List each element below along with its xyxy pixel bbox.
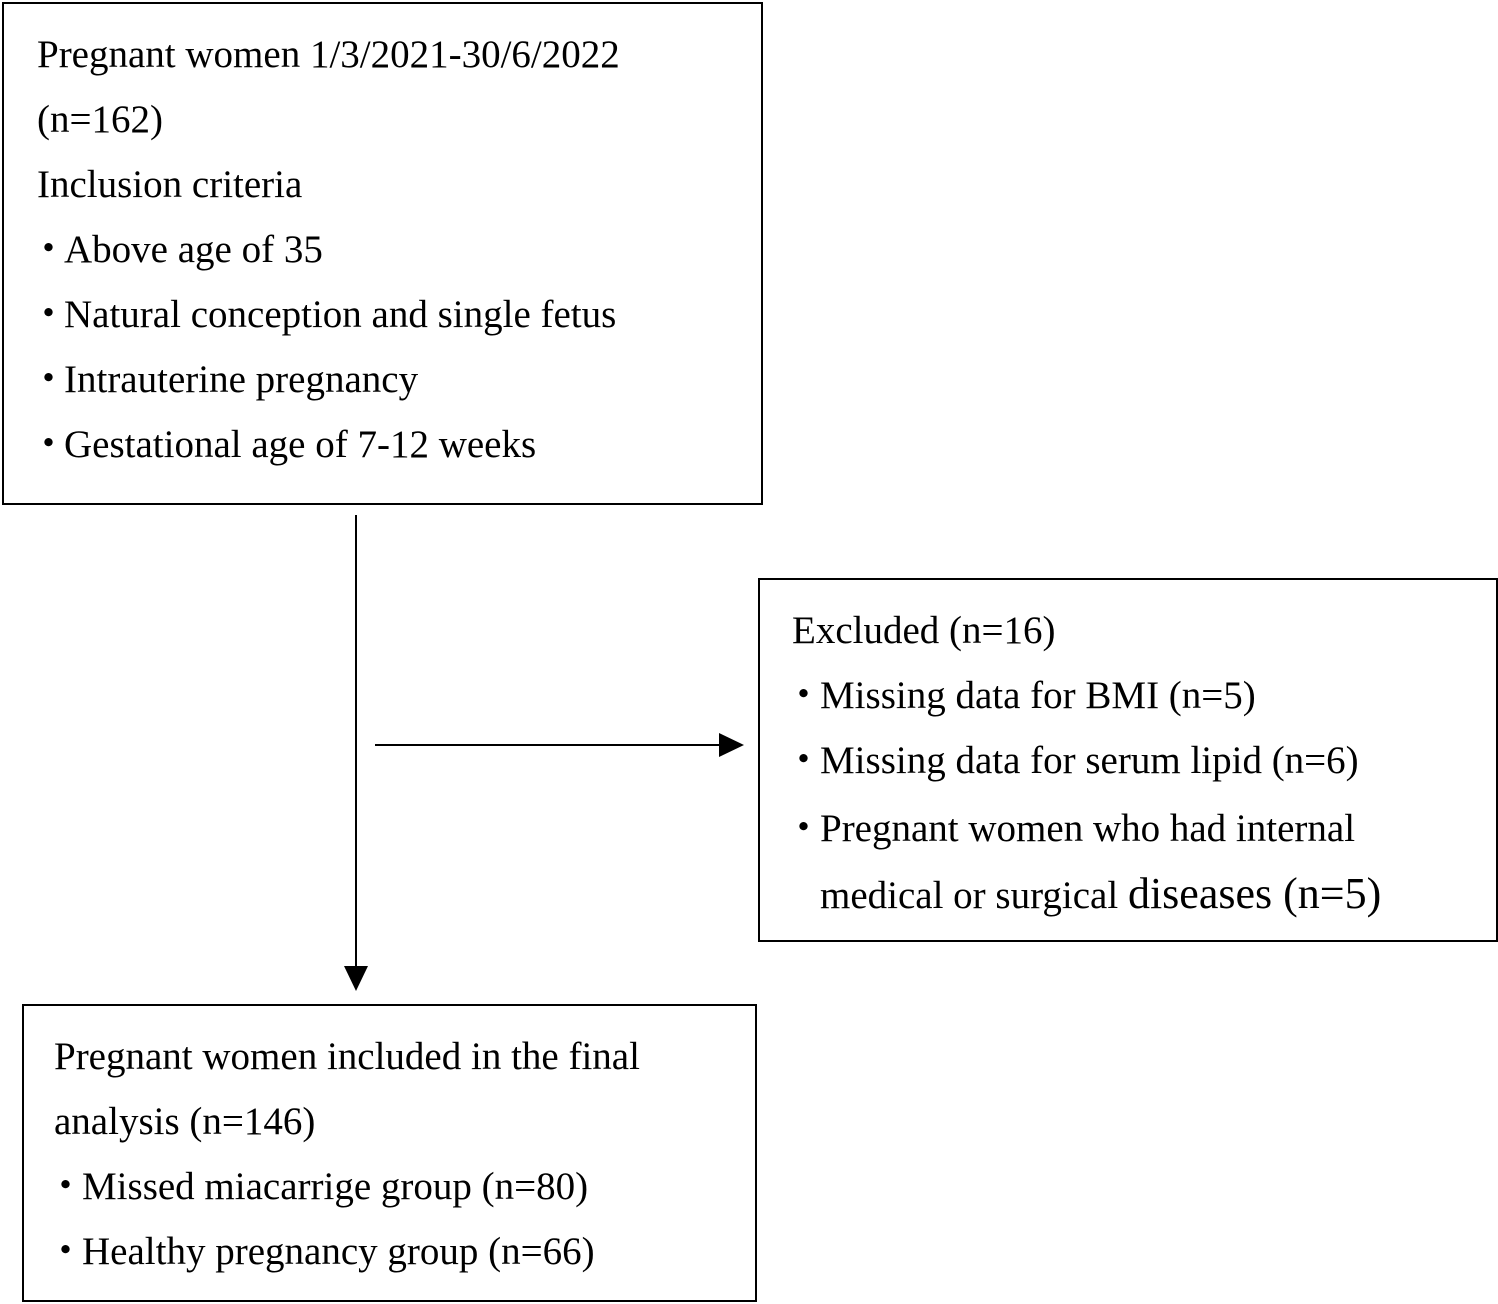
group-item: ・Healthy pregnancy group (n=66) [46, 1219, 755, 1284]
bullet-icon: ・ [29, 228, 69, 271]
criterion-text: Above age of 35 [64, 228, 323, 271]
exclusion-text: medical or surgical [820, 874, 1128, 917]
group-text: Missed miacarrige group (n=80) [82, 1165, 589, 1208]
bullet-icon: ・ [784, 674, 824, 717]
final-analysis-box: Pregnant women included in the final ana… [22, 1004, 757, 1302]
criterion-item: ・Intrauterine pregnancy [29, 347, 761, 412]
bullet-icon: ・ [784, 739, 824, 782]
exclusion-item: ・Missing data for BMI (n=5) [784, 663, 1496, 728]
bullet-icon: ・ [29, 293, 69, 336]
excluded-box: Excluded (n=16) ・Missing data for BMI (n… [758, 578, 1498, 942]
enrollment-count: (n=162) [37, 98, 163, 141]
group-item: ・Missed miacarrige group (n=80) [46, 1154, 755, 1219]
enrollment-box: Pregnant women 1/3/2021-30/6/2022 (n=162… [2, 2, 763, 505]
inclusion-criteria-heading: Inclusion criteria [37, 163, 303, 206]
bullet-icon: ・ [29, 358, 69, 401]
criterion-item: ・Gestational age of 7-12 weeks [29, 412, 761, 477]
criterion-text: Intrauterine pregnancy [64, 358, 419, 401]
exclusion-text-large: diseases (n=5) [1127, 869, 1382, 918]
exclusion-text: Missing data for BMI (n=5) [820, 674, 1256, 717]
bullet-icon: ・ [784, 807, 824, 850]
exclusion-text: Pregnant women who had internal [820, 807, 1356, 850]
bullet-icon: ・ [46, 1230, 86, 1273]
exclusion-item: ・Missing data for serum lipid (n=6) [784, 728, 1496, 793]
horizontal-arrowhead [719, 733, 744, 757]
criterion-item: ・Above age of 35 [29, 217, 761, 282]
exclusion-item: ・Pregnant women who had internal [784, 796, 1496, 861]
bullet-icon: ・ [29, 423, 69, 466]
criterion-item: ・Natural conception and single fetus [29, 282, 761, 347]
final-count: analysis (n=146) [54, 1100, 316, 1143]
excluded-title: Excluded (n=16) [792, 609, 1056, 652]
criterion-text: Natural conception and single fetus [64, 293, 617, 336]
bullet-icon: ・ [46, 1165, 86, 1208]
group-text: Healthy pregnancy group (n=66) [82, 1230, 595, 1273]
exclusion-continuation: medical or surgical diseases (n=5) [784, 861, 1496, 926]
enrollment-title: Pregnant women 1/3/2021-30/6/2022 [37, 33, 620, 76]
exclusion-text: Missing data for serum lipid (n=6) [820, 739, 1359, 782]
vertical-arrowhead [344, 966, 368, 991]
criterion-text: Gestational age of 7-12 weeks [64, 423, 537, 466]
final-title: Pregnant women included in the final [54, 1035, 640, 1078]
